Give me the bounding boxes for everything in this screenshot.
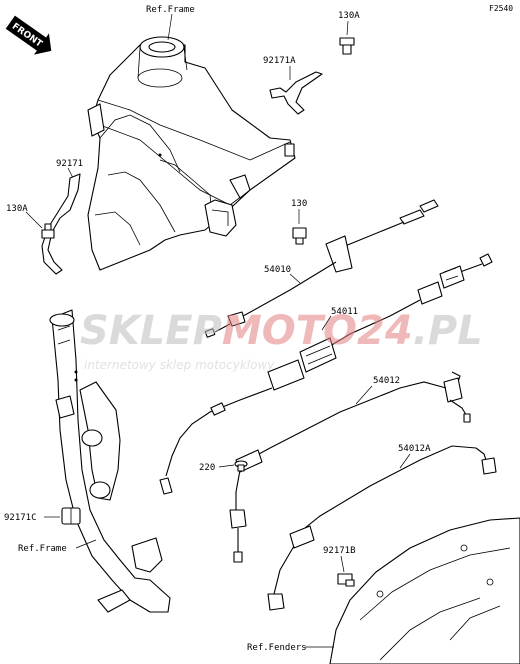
- cable-54011: [159, 253, 493, 495]
- part-54010-label: 54010: [264, 265, 291, 275]
- watermark-part4: .PL: [413, 308, 483, 354]
- bolt-130A-left-icon: [41, 223, 55, 239]
- part-92171C-label: 92171C: [4, 513, 37, 523]
- svg-text:SKLEPMOTO24.PL: SKLEPMOTO24.PL: [80, 308, 483, 354]
- watermark-tagline: internetowy sklep motocyklowy: [84, 358, 275, 372]
- watermark: SKLEPMOTO24.PL internetowy sklep motocyk…: [80, 308, 483, 372]
- part-130A-left-label: 130A: [6, 204, 28, 214]
- part-54012-label: 54012: [373, 376, 400, 386]
- frame-assembly: [87, 36, 296, 271]
- diagram-code: F2540: [489, 4, 513, 13]
- bolt-130-icon: [292, 227, 307, 245]
- part-54012A-label: 54012A: [398, 444, 431, 454]
- part-92171A-label: 92171A: [263, 56, 296, 66]
- part-92171B-label: 92171B: [323, 546, 356, 556]
- clip-92171B-icon: [337, 573, 355, 587]
- cable-54010: [204, 199, 439, 338]
- cable-54012: [229, 371, 471, 563]
- part-130-label: 130: [291, 199, 307, 209]
- part-92171-label: 92171: [56, 159, 83, 169]
- lower-frame-assembly: [49, 309, 171, 613]
- front-arrow-icon: FRONT: [5, 15, 52, 55]
- watermark-part3: 24: [357, 308, 413, 354]
- ref-frame-bottom-label: Ref.Frame: [18, 544, 67, 554]
- rear-fender-assembly: [329, 517, 520, 664]
- bolt-130A-top-icon: [339, 37, 355, 55]
- watermark-part2: MOTO: [222, 308, 357, 354]
- part-130A-top-label: 130A: [338, 11, 360, 21]
- ref-fenders-label: Ref.Fenders: [247, 643, 307, 653]
- screw-220-icon: [234, 460, 248, 472]
- ref-frame-top-label: Ref.Frame: [146, 5, 195, 15]
- part-220-label: 220: [199, 463, 215, 473]
- part-54011-label: 54011: [331, 307, 358, 317]
- watermark-part1: SKLEP: [80, 308, 222, 354]
- clamp-92171C-icon: [61, 507, 81, 525]
- cable-54012A: [267, 445, 497, 611]
